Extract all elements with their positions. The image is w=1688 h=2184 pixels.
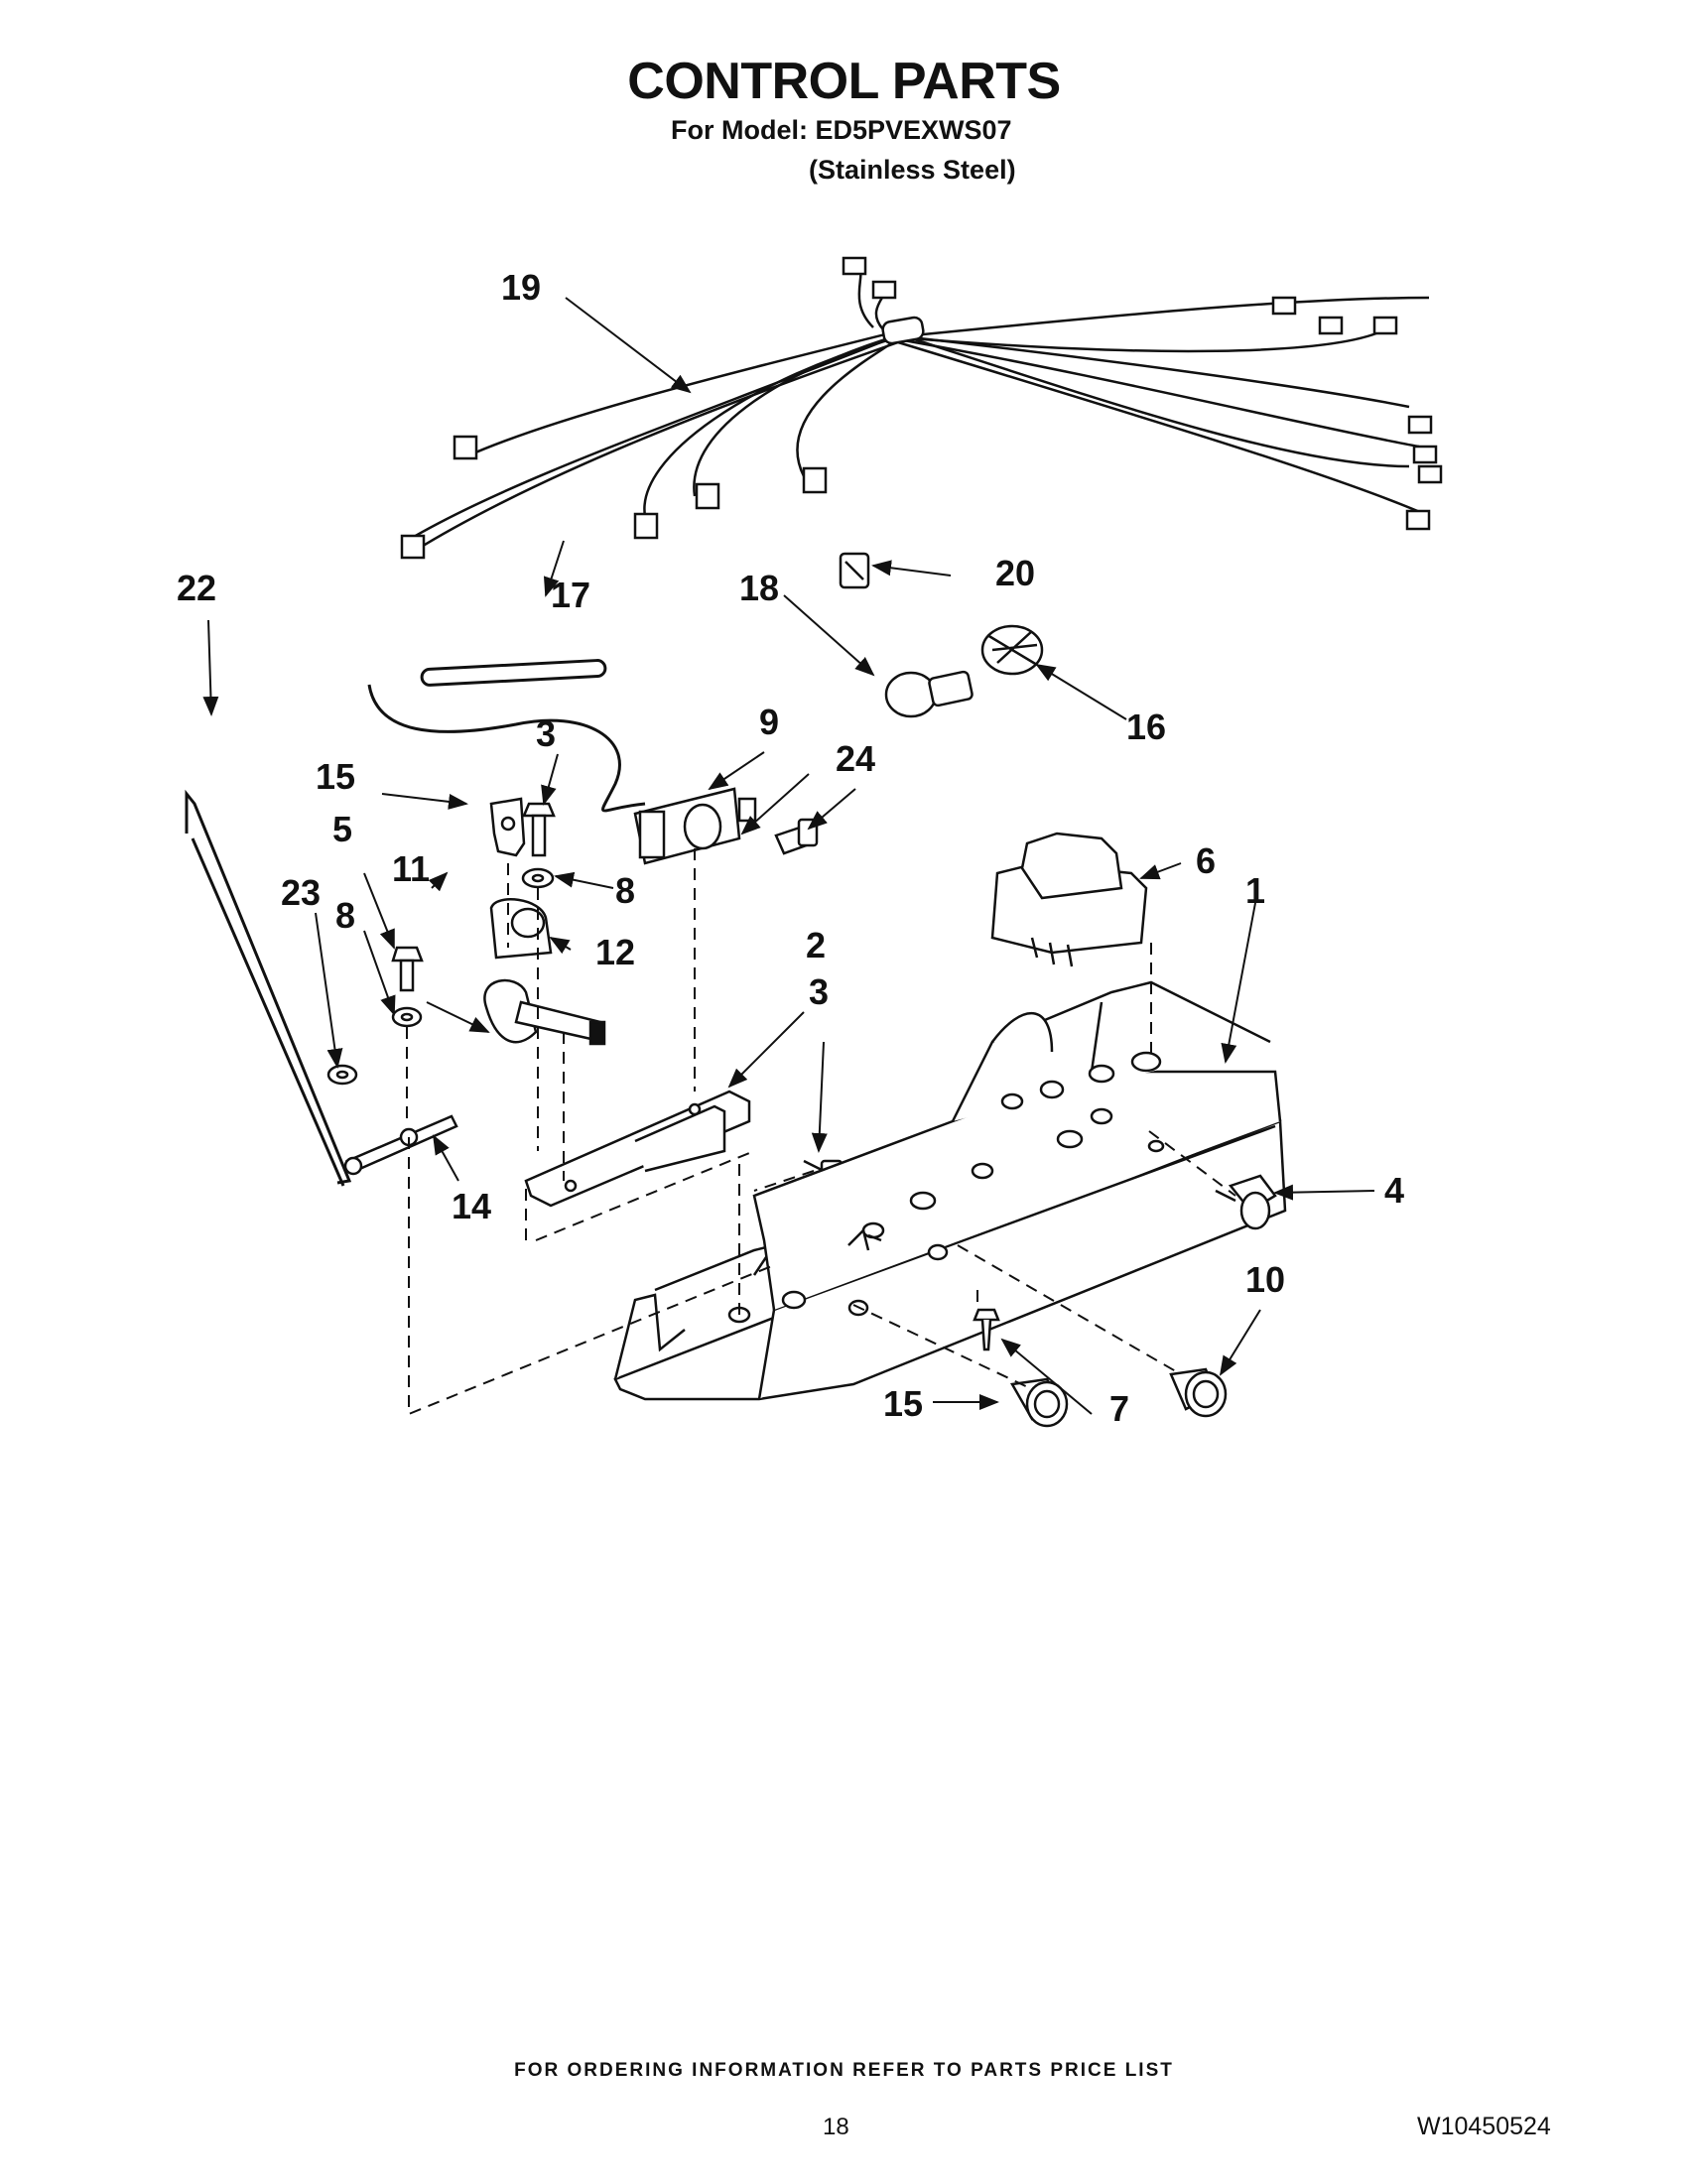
callout-6: 6	[1196, 840, 1216, 881]
page-number: 18	[823, 2114, 849, 2140]
document-number: W10450524	[1417, 2113, 1551, 2140]
screw-7	[973, 1308, 1000, 1351]
control-shaft	[483, 978, 606, 1046]
button-10	[1169, 1367, 1228, 1418]
switch-4	[1215, 1174, 1277, 1230]
clip-part	[839, 552, 870, 589]
callout-19: 19	[501, 267, 541, 308]
callout-4: 4	[1384, 1170, 1404, 1211]
callout-11: 11	[392, 848, 430, 889]
callout-1: 1	[1245, 870, 1265, 911]
light-bulb	[884, 670, 974, 718]
leader-arrows	[202, 297, 1375, 1415]
ordering-note: FOR ORDERING INFORMATION REFER TO PARTS …	[514, 2060, 1174, 2081]
callout-8-lower: 8	[335, 895, 355, 936]
screw-5	[391, 946, 424, 992]
screw-24	[774, 818, 819, 855]
washer-23	[326, 1064, 358, 1086]
screw-3-upper	[522, 802, 556, 857]
callout-20: 20	[995, 553, 1035, 593]
callout-12: 12	[595, 932, 635, 972]
callout-8-upper: 8	[615, 870, 635, 911]
callout-22: 22	[177, 568, 216, 608]
callout-9: 9	[759, 702, 779, 742]
wire-harness	[400, 256, 1443, 560]
callout-23: 23	[281, 872, 321, 913]
callout-3-lower: 3	[809, 971, 829, 1012]
assembly-lines	[406, 848, 1236, 1416]
callout-3-upper: 3	[536, 713, 556, 754]
transformer	[990, 832, 1148, 967]
bracket-12	[489, 898, 553, 960]
callout-16: 16	[1126, 707, 1166, 747]
control-housing	[613, 980, 1287, 1401]
button-15	[1010, 1377, 1069, 1428]
rod-22	[185, 789, 352, 1187]
callout-18: 18	[739, 568, 779, 608]
page-title: CONTROL PARTS	[627, 53, 1061, 110]
callout-15: 15	[883, 1383, 923, 1424]
callout-5: 5	[332, 809, 352, 849]
callout-labels: 19 20 18 16 17 22 15 3 9 24 6 1 5 11 8 2…	[177, 267, 1404, 1429]
bracket-13	[489, 797, 526, 857]
callout-14: 14	[452, 1186, 491, 1226]
callout-13: 15	[316, 756, 355, 797]
light-socket	[980, 624, 1044, 676]
washer-8-upper	[521, 867, 555, 889]
callout-2: 2	[806, 925, 826, 965]
finish-line: (Stainless Steel)	[809, 155, 1016, 185]
washer-8-lower	[391, 1006, 423, 1028]
callout-7: 7	[1109, 1388, 1129, 1429]
capillary-tube	[367, 659, 646, 813]
callout-10: 10	[1245, 1259, 1285, 1300]
callout-17: 17	[551, 575, 590, 615]
control-thermostat	[633, 787, 757, 865]
lever-14	[343, 1114, 458, 1176]
model-line: For Model: ED5PVEXWS07	[671, 115, 1012, 145]
bracket-2	[524, 1090, 751, 1208]
callout-24: 24	[836, 738, 875, 779]
